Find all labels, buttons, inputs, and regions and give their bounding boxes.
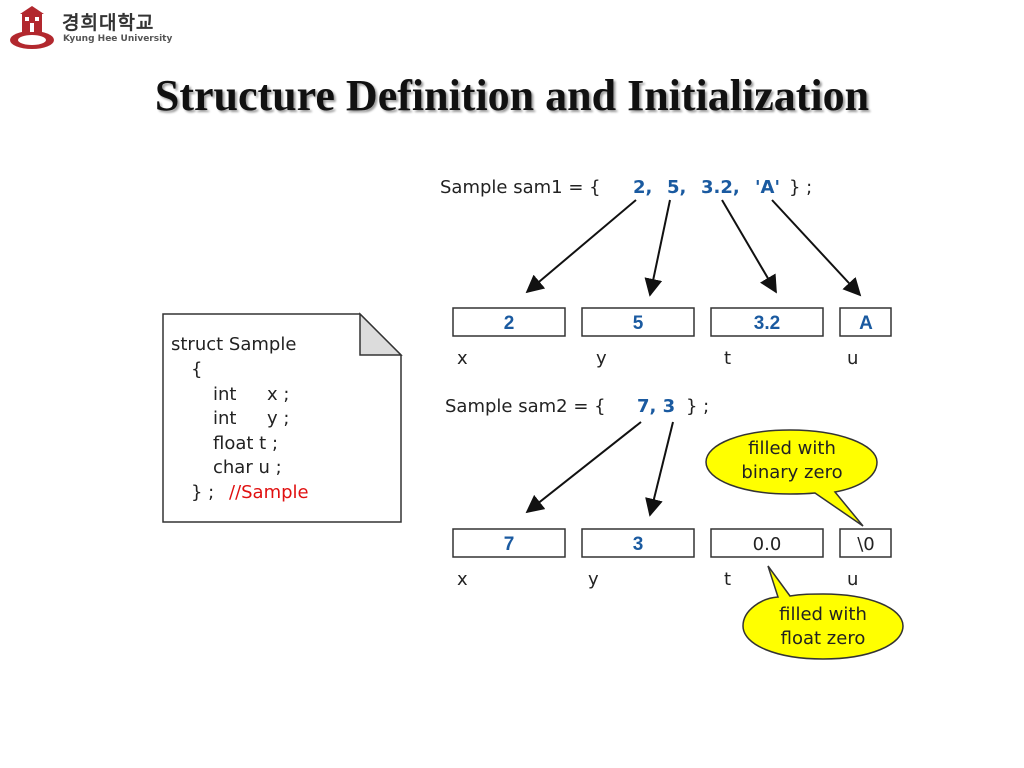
sam2-values: 7, 3 <box>637 396 675 417</box>
sam2-decl-suffix: } ; <box>686 396 709 417</box>
code-line-close: } ; <box>191 482 214 503</box>
sam1-label-x: x <box>457 348 468 369</box>
sam1-decl-suffix: } ; <box>789 177 812 198</box>
sam2-label-t: t <box>724 569 731 590</box>
seal-icon <box>10 6 54 49</box>
sam2-cell-t <box>710 528 824 558</box>
sam1-cell-t <box>710 307 824 337</box>
sam2-cell-u-value: \0 <box>857 534 875 555</box>
slide-title: Structure Definition and Initialization <box>154 71 870 120</box>
sam2-memory: 7 3 0.0 \0 x y t u <box>452 528 892 590</box>
callout-float-zero-line1: filled with <box>779 604 867 625</box>
code-line-int-kw-2: int <box>213 408 236 429</box>
sam1-cell-y-value: 5 <box>633 313 644 334</box>
callout-binary-zero-line2: binary zero <box>741 462 842 483</box>
sam1-arrow-t <box>721 199 777 294</box>
code-line-int-kw: int <box>213 384 236 405</box>
sam1-value-t: 3.2, <box>701 177 740 198</box>
sam2-label-y: y <box>588 569 599 590</box>
code-line-struct: struct Sample <box>171 334 296 355</box>
code-line-float: float t ; <box>213 433 278 454</box>
code-line-y: y ; <box>267 408 289 429</box>
sam1-cell-u <box>839 307 892 337</box>
sam2-decl-prefix: Sample sam2 = { <box>445 396 606 417</box>
sam1-arrow-y <box>644 199 671 297</box>
sam1-label-u: u <box>847 348 858 369</box>
code-line-open-brace: { <box>191 359 202 380</box>
code-line-char: char u ; <box>213 457 282 478</box>
sam1-cell-x <box>452 307 566 337</box>
sam1-cell-t-value: 3.2 <box>754 313 780 334</box>
sam1-memory: 2 5 3.2 A x y t u <box>452 307 892 369</box>
callout-float-zero: filled with float zero <box>742 565 904 660</box>
sam1-label-t: t <box>724 348 731 369</box>
sam1-cell-y <box>581 307 695 337</box>
sam1-arrow-x <box>525 199 637 294</box>
code-line-x: x ; <box>267 384 289 405</box>
sam2-cell-y-value: 3 <box>633 534 644 555</box>
university-logo <box>10 6 54 49</box>
sam2-arrow-x <box>525 421 642 514</box>
sam2-declaration: Sample sam2 = { 7, 3 } ; <box>445 396 709 417</box>
sam2-cell-y <box>581 528 695 558</box>
sam2-cell-t-value: 0.0 <box>753 534 782 555</box>
sam1-declaration: Sample sam1 = { 2, 5, 3.2, 'A' } ; <box>440 177 812 198</box>
sam1-label-y: y <box>596 348 607 369</box>
sam2-cell-x <box>452 528 566 558</box>
sam1-value-y: 5, <box>667 177 686 198</box>
sam1-value-x: 2, <box>633 177 652 198</box>
sam1-cell-u-value: A <box>859 313 873 334</box>
sam2-arrow-y <box>645 421 674 517</box>
callout-binary-zero-line1: filled with <box>748 438 836 459</box>
sam1-cell-x-value: 2 <box>504 313 515 334</box>
university-name-korean: 경희대학교 <box>62 12 155 34</box>
callout-binary-zero: filled with binary zero <box>705 429 878 527</box>
sam2-label-x: x <box>457 569 468 590</box>
sam1-decl-prefix: Sample sam1 = { <box>440 177 601 198</box>
university-name-english: Kyung Hee University <box>63 34 173 44</box>
sam2-cell-u <box>839 528 892 558</box>
sam1-arrow-u <box>771 199 862 297</box>
struct-definition-note: struct Sample { int x ; int y ; float t … <box>162 312 403 523</box>
sam2-label-u: u <box>847 569 858 590</box>
sam2-cell-x-value: 7 <box>504 534 515 555</box>
sam1-value-u: 'A' <box>755 177 780 198</box>
code-comment: //Sample <box>229 482 309 503</box>
callout-float-zero-line2: float zero <box>781 628 866 649</box>
